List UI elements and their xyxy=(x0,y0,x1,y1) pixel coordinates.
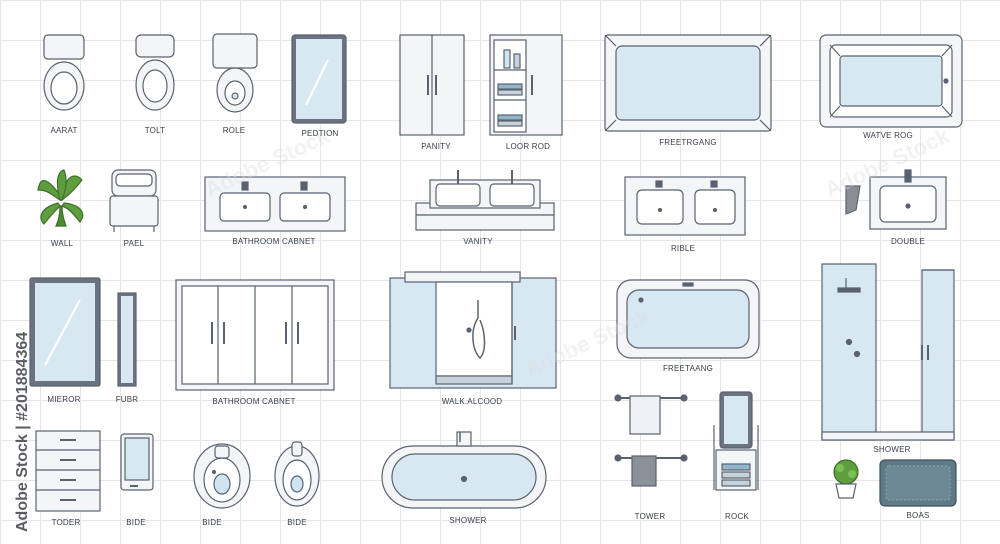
bathroom-cabinet-icon xyxy=(175,279,335,391)
label-mirror-narrow: FUBR xyxy=(115,395,139,404)
bath-mat-icon xyxy=(879,459,957,507)
label-bath-mat: BOAS xyxy=(906,511,930,520)
label-toilet-3: ROLE xyxy=(222,126,246,135)
large-mirror-icon xyxy=(29,277,101,387)
label-single-sink: DOUBLE xyxy=(890,237,926,246)
label-bathroom-cabinet: BATHROOM CABNET xyxy=(212,397,296,406)
label-double-sink: RIBLE xyxy=(670,244,696,253)
label-bidet-phone: BIDE xyxy=(126,518,146,527)
small-mirror-icon xyxy=(120,433,154,491)
mirror-icon-top xyxy=(291,34,347,124)
towel-rack-icon xyxy=(614,394,688,487)
single-sink-icon xyxy=(845,169,947,230)
label-shelf-cabinet: LOOR ROD xyxy=(505,142,551,151)
bathtub-icon-drop-in xyxy=(819,34,963,128)
label-bidet-2: BIDE xyxy=(287,518,307,527)
shelf-cabinet-icon xyxy=(489,34,563,136)
label-mirror-large: MIEROR xyxy=(47,395,81,404)
toilet-icon-1 xyxy=(43,34,85,111)
bidet-icon-2 xyxy=(274,441,320,507)
label-mirror-top: PEDTION xyxy=(301,129,339,138)
label-bathtub-drop-in: WATVE ROG xyxy=(863,131,913,140)
toilet-icon-3 xyxy=(212,33,258,113)
shower-stall-icon xyxy=(821,263,955,441)
label-towel-rack: TOWER xyxy=(634,512,666,521)
label-toilet-1: AARAT xyxy=(50,126,78,135)
small-plant-icon xyxy=(833,459,859,499)
freestanding-tub-icon xyxy=(616,279,760,359)
label-drawers: TODER xyxy=(51,518,81,527)
plant-icon xyxy=(37,169,84,227)
rack-mirror-icon xyxy=(713,391,759,491)
wardrobe-icon xyxy=(399,34,465,136)
label-bathtub-top: FREETRGANG xyxy=(659,138,717,147)
label-rack-mirror: ROCK xyxy=(725,512,749,521)
label-plant: WALL xyxy=(50,239,74,248)
bathtub-icon-top xyxy=(604,34,772,132)
label-oval-tub: SHOWER xyxy=(449,516,487,525)
sink-cabinet-icon xyxy=(204,176,346,232)
oval-tub-icon xyxy=(381,431,547,509)
drawers-icon xyxy=(35,430,101,512)
stool-icon xyxy=(109,169,159,232)
label-stool: PAEL xyxy=(123,239,145,248)
label-vanity: VANITY xyxy=(463,237,493,246)
double-sink-icon xyxy=(624,176,746,236)
label-bidet-1: BIDE xyxy=(202,518,222,527)
toilet-icon-2 xyxy=(135,34,175,111)
label-freestanding-tub: FREETAANG xyxy=(662,364,714,373)
watermark-text: Adobe Stock | #201884364 xyxy=(14,331,31,532)
label-wardrobe: PANITY xyxy=(421,142,451,151)
bidet-icon-1 xyxy=(193,443,251,509)
watermark: Adobe Stock | #201884364 xyxy=(6,270,36,540)
walk-in-shower-icon xyxy=(389,271,557,389)
label-walk-in-shower: WALK.ALCOOD xyxy=(441,397,503,406)
label-sink-cabinet: BATHROOM CABNET xyxy=(232,237,316,246)
label-toilet-2: TOLT xyxy=(144,126,166,135)
narrow-mirror-icon xyxy=(117,292,137,387)
vanity-icon xyxy=(415,170,555,231)
label-shower-stall: SHOWER xyxy=(873,445,911,454)
